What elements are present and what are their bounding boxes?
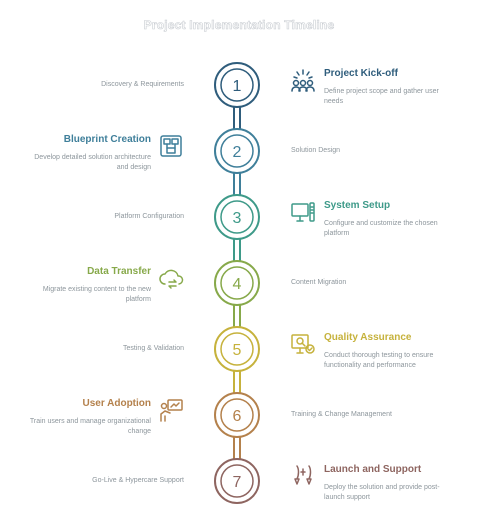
page-title: Project Implementation Timeline — [143, 18, 335, 33]
phase-label: Testing & Validation — [123, 345, 184, 352]
step-heading: Blueprint Creation — [63, 134, 151, 145]
step-description: Migrate existing content to the new plat… — [42, 286, 151, 303]
step-number: 2 — [233, 144, 242, 161]
step-number: 1 — [233, 78, 242, 95]
step-ring-inner — [220, 398, 254, 432]
step-number: 5 — [233, 342, 242, 359]
computer-icon — [290, 199, 316, 225]
step-heading: User Adoption — [82, 398, 151, 409]
step-description: Conduct thorough testing to ensure funct… — [324, 352, 434, 369]
phase-label: Training & Change Management — [291, 411, 392, 418]
step-heading: Data Transfer — [87, 266, 151, 277]
step-description: Configure and customize the chosen platf… — [324, 220, 438, 237]
step-ring-inner — [220, 332, 254, 366]
step-description: Develop detailed solution architecture a… — [34, 154, 151, 171]
qa-icon — [290, 331, 316, 357]
connector — [233, 239, 241, 261]
phase-label: Discovery & Requirements — [101, 81, 184, 88]
phase-label: Solution Design — [291, 147, 341, 154]
step-number: 3 — [233, 210, 242, 227]
step-ring-inner — [220, 200, 254, 234]
step-heading: Launch and Support — [324, 464, 422, 475]
phase-label: Platform Configuration — [114, 213, 184, 220]
phase-label: Content Migration — [291, 279, 347, 286]
connector — [233, 437, 241, 459]
step-ring-inner — [220, 68, 254, 102]
connector — [233, 107, 241, 129]
connector — [233, 173, 241, 195]
blueprint-icon — [158, 133, 184, 159]
step-number: 6 — [233, 408, 242, 425]
cloud-sync-icon — [158, 265, 184, 291]
step-heading: System Setup — [324, 200, 391, 211]
step-heading: Project Kick-off — [324, 68, 398, 79]
step-description: Train users and manage organizational ch… — [29, 418, 151, 435]
connector — [233, 305, 241, 327]
step-ring-inner — [220, 266, 254, 300]
phase-label: Go-Live & Hypercare Support — [92, 477, 184, 484]
step-number: 4 — [233, 276, 242, 293]
step-heading: Quality Assurance — [324, 332, 412, 343]
step-ring-inner — [220, 134, 254, 168]
step-description: Deploy the solution and provide post-lau… — [324, 484, 440, 501]
people-icon — [290, 67, 316, 93]
step-number: 7 — [233, 474, 242, 491]
step-ring-inner — [220, 464, 254, 498]
presenter-icon — [158, 397, 184, 423]
step-description: Define project scope and gather user nee… — [324, 88, 439, 105]
rocket-icon — [290, 463, 316, 489]
connector — [233, 371, 241, 393]
